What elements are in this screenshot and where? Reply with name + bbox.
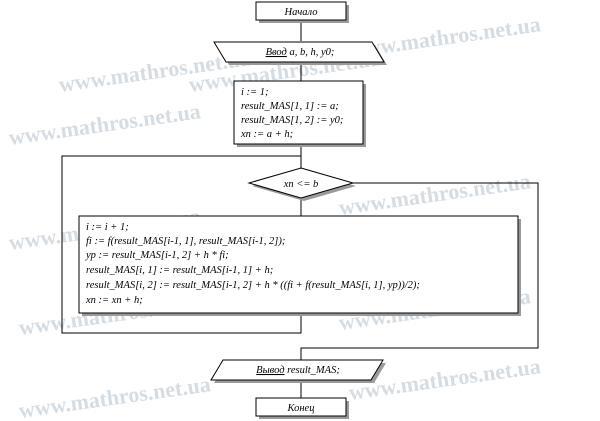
init-line: result_MAS[1, 1] := a; [241, 101, 339, 112]
condition-block: xn <= b [247, 167, 356, 201]
input-keyword: Ввод [266, 47, 287, 58]
watermark: www.mathros.net.ua [17, 371, 212, 421]
start-label: Начало [284, 7, 318, 18]
init-line: result_MAS[1, 2] := y0; [241, 115, 343, 126]
connector-loop-back [61, 155, 302, 334]
output-block: Вывод result_MAS; [210, 359, 386, 383]
end-block: Конец [255, 397, 349, 419]
loop-line: yp := result_MAS[i-1, 2] + h * fi; [85, 250, 229, 261]
connector-condition-exit [300, 182, 539, 360]
watermark: www.mathros.net.ua [337, 168, 532, 220]
input-block: Ввод a, b, h, y0; [213, 41, 387, 65]
input-variables: a, b, h, y0; [287, 47, 335, 58]
init-line: xn := a + h; [240, 129, 293, 140]
start-block: Начало [255, 1, 349, 23]
connectors [61, 22, 539, 398]
watermark: www.mathros.net.ua [7, 98, 202, 150]
init-line: i := 1; [241, 87, 269, 98]
loop-line: fi := f(result_MAS[i-1, 1], result_MAS[i… [86, 236, 285, 247]
init-block: i := 1; result_MAS[1, 1] := a; result_MA… [233, 80, 366, 147]
loop-line: xn := xn + h; [85, 295, 143, 306]
input-label: Ввод a, b, h, y0; [266, 47, 335, 58]
end-label: Конец [287, 403, 315, 414]
output-label: Вывод result_MAS; [256, 365, 340, 376]
loop-line: result_MAS[i, 1] := result_MAS[i-1, 1] +… [86, 265, 273, 276]
loop-body-block: i := i + 1; fi := f(result_MAS[i-1, 1], … [78, 215, 521, 316]
loop-line: i := i + 1; [86, 222, 129, 233]
loop-line: result_MAS[i, 2] := result_MAS[i-1, 2] +… [86, 280, 420, 291]
condition-label: xn <= b [283, 179, 319, 190]
output-variables: result_MAS; [285, 365, 340, 376]
output-keyword: Вывод [256, 365, 284, 376]
